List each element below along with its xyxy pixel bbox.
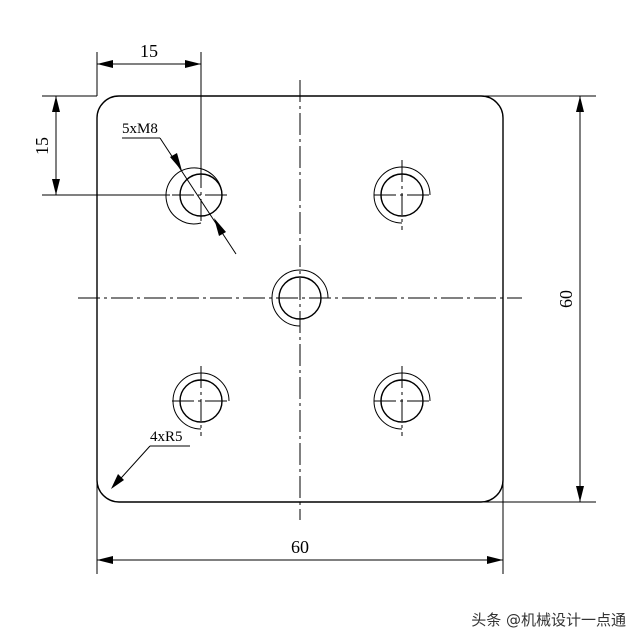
dimension-right-60: 60	[480, 95, 596, 503]
watermark: 头条 @机械设计一点通	[471, 611, 626, 629]
hole-bottom-right	[373, 366, 432, 436]
hole-bottom-left	[172, 366, 230, 436]
radius-callout: 4xR5	[111, 429, 190, 489]
radius-callout-label: 4xR5	[150, 429, 183, 445]
dimension-left-15: 15	[32, 95, 170, 196]
dimension-top-15: 15	[96, 41, 202, 170]
hole-top-left	[165, 166, 230, 225]
dimension-top-15-label: 15	[140, 41, 158, 61]
hole-top-right	[373, 160, 432, 230]
holes-callout-label: 5xM8	[122, 121, 158, 137]
dimension-right-60-label: 60	[556, 290, 576, 308]
dimension-left-15-label: 15	[32, 137, 52, 155]
holes-callout: 5xM8	[122, 121, 237, 255]
dimension-bottom-60-label: 60	[291, 537, 309, 557]
dimension-bottom-60: 60	[96, 480, 504, 574]
hole-center	[271, 269, 329, 327]
